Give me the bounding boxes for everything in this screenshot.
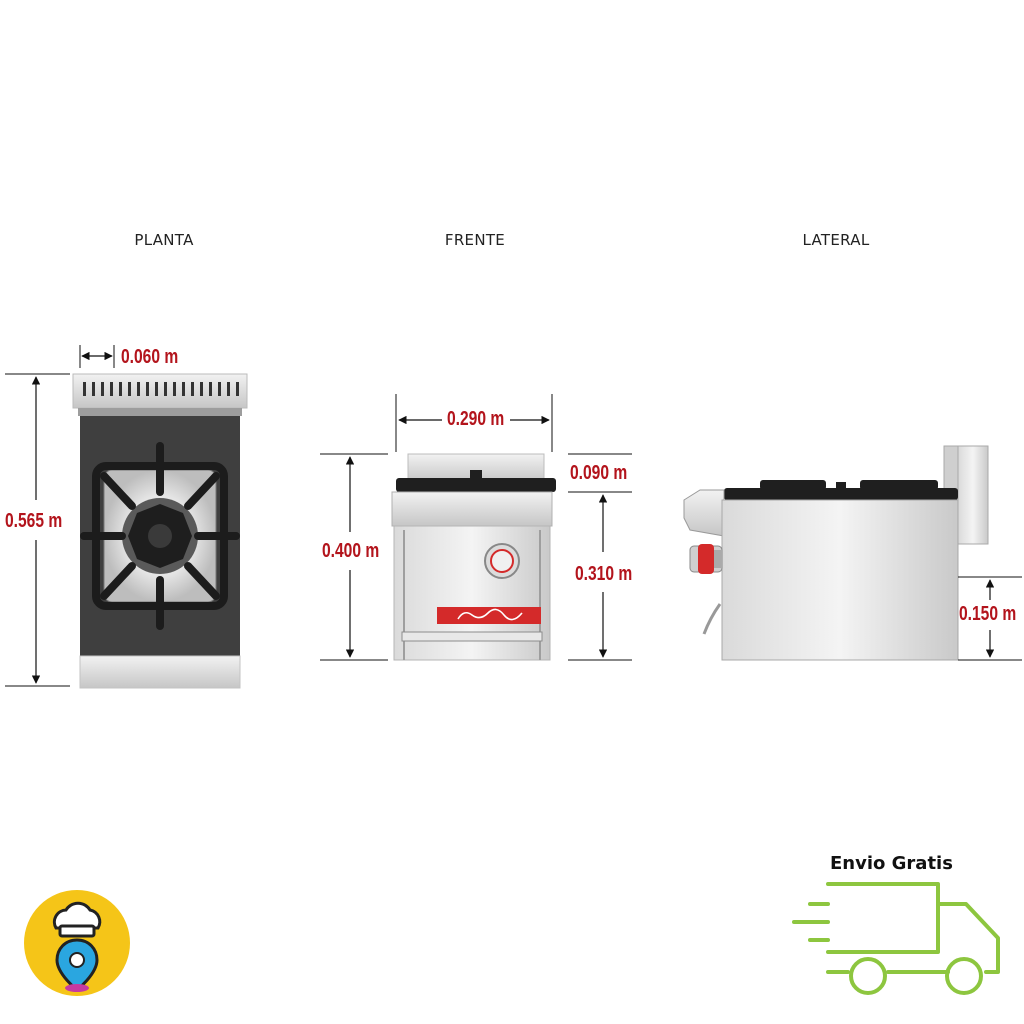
dim-side-height: 0.150 m [959, 603, 1017, 625]
dim-front-body: 0.310 m [575, 563, 633, 585]
side-view [683, 445, 1022, 661]
free-shipping-label: Envio Gratis [830, 853, 953, 874]
side-view-label: LATERAL [802, 231, 870, 249]
front-view-label: FRENTE [444, 231, 506, 249]
dim-plan-width-top: 0.060 m [121, 346, 179, 368]
dim-front-height: 0.400 m [322, 540, 380, 562]
side-knob-icon [689, 544, 723, 574]
brand-plate [437, 607, 541, 624]
chef-hat-location-pin-icon [24, 890, 130, 996]
delivery-truck-icon [792, 882, 1000, 995]
dim-plan-depth: 0.565 m [5, 510, 63, 532]
dim-front-width: 0.290 m [447, 408, 505, 430]
dim-front-backsplash: 0.090 m [570, 462, 628, 484]
burner-grate [80, 442, 240, 630]
front-view [320, 394, 632, 661]
plan-view-label: PLANTA [134, 231, 194, 249]
plan-view [5, 345, 248, 689]
vent-slots [83, 382, 239, 396]
